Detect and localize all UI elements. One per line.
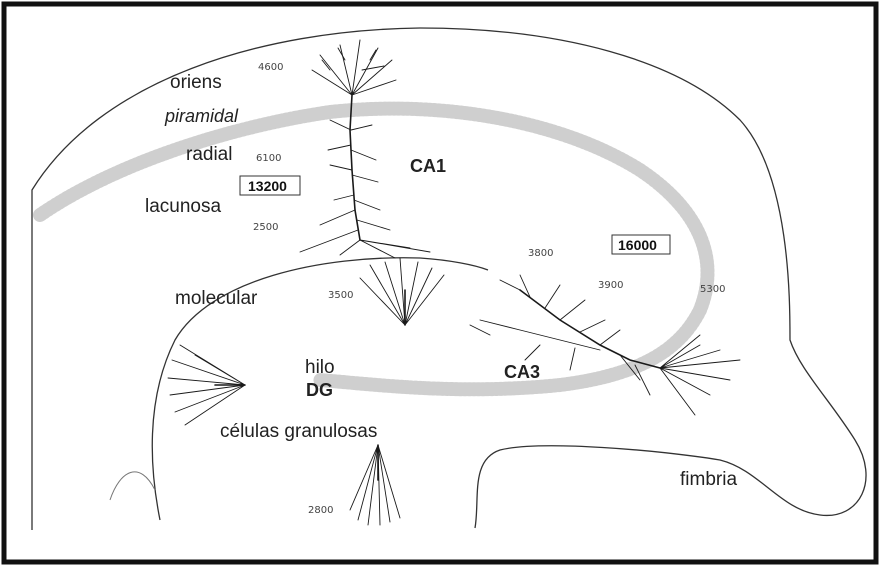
label-lacunosa: lacunosa: [145, 196, 221, 217]
value-3900: 3900: [598, 280, 623, 291]
label-molecular: molecular: [175, 288, 258, 309]
label-ca3: CA3: [504, 362, 540, 382]
value-5300: 5300: [700, 284, 725, 295]
label-oriens: oriens: [170, 72, 222, 93]
value-4600: 4600: [258, 62, 283, 73]
label-celulas-granulosas: células granulosas: [220, 421, 377, 442]
value-13200: 13200: [248, 178, 287, 194]
value-6100: 6100: [256, 153, 281, 164]
label-dg: DG: [306, 380, 333, 400]
label-hilo: hilo: [305, 357, 335, 378]
value-3500: 3500: [328, 290, 353, 301]
label-ca1: CA1: [410, 156, 446, 176]
value-2500: 2500: [253, 222, 278, 233]
value-16000: 16000: [618, 237, 657, 253]
value-2800: 2800: [308, 505, 333, 516]
value-3800: 3800: [528, 248, 553, 259]
label-piramidal: piramidal: [164, 106, 239, 126]
label-fimbria: fimbria: [680, 469, 737, 490]
label-radial: radial: [186, 144, 232, 165]
frame-border: [4, 4, 876, 562]
